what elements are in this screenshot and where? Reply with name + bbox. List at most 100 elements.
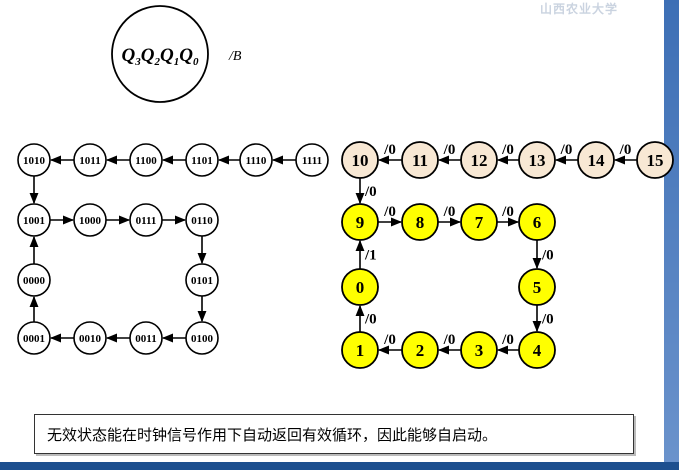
decimal-state-label-0: 0	[356, 278, 365, 297]
decimal-state-node-5	[518, 268, 556, 306]
decimal-state-label-7: 7	[475, 213, 484, 232]
decimal-state-label-8: 8	[416, 213, 425, 232]
binary-state-node-1100	[129, 143, 163, 177]
decimal-state-node-0	[341, 268, 379, 306]
decimal-state-label-4: 4	[533, 341, 542, 360]
decimal-state-node-9	[341, 203, 379, 241]
legend-output-label: /B	[228, 49, 242, 64]
edge-label-0-to-9: /1	[364, 248, 377, 264]
q0-sub: 0	[193, 56, 199, 68]
binary-state-node-1001	[17, 203, 51, 237]
edge-label-14-to-13: /0	[560, 142, 573, 158]
right-edge-strip	[664, 0, 679, 470]
edge-label-8-to-7: /0	[443, 204, 456, 220]
binary-state-label-1001: 1001	[23, 215, 45, 227]
binary-state-node-0010	[73, 321, 107, 355]
binary-state-label-0010: 0010	[79, 333, 102, 345]
binary-state-node-0100	[185, 321, 219, 355]
edge-label-10-to-9: /0	[364, 184, 377, 200]
edges-layer	[29, 155, 637, 355]
decimal-state-label-2: 2	[416, 341, 425, 360]
decimal-state-node-2	[401, 331, 439, 369]
binary-state-node-1010	[17, 143, 51, 177]
edge-label-9-to-8: /0	[383, 204, 396, 220]
edge-label-1-to-0: /0	[364, 312, 377, 328]
edge-labels-layer: /0/0/0/0/0/0/0/0/0/0/0/0/0/0/0/1	[364, 142, 631, 348]
binary-state-node-1000	[73, 203, 107, 237]
binary-state-node-0001	[17, 321, 51, 355]
edge-label-7-to-6: /0	[501, 204, 514, 220]
binary-state-node-0110	[185, 203, 219, 237]
edge-label-13-to-12: /0	[501, 142, 514, 158]
edge-label-5-to-4: /0	[541, 312, 554, 328]
decimal-state-label-12: 12	[471, 151, 488, 170]
decimal-state-label-15: 15	[647, 151, 664, 170]
binary-state-label-0101: 0101	[191, 275, 213, 287]
q0-letter: Q	[179, 45, 193, 66]
q2-sub: 2	[154, 56, 161, 68]
decimal-state-label-11: 11	[412, 151, 428, 170]
decimal-state-node-13	[518, 141, 556, 179]
watermark-text: 山西农业大学	[540, 2, 619, 16]
decimal-state-node-7	[460, 203, 498, 241]
binary-state-node-1011	[73, 143, 107, 177]
decimal-state-node-1	[341, 331, 379, 369]
decimal-state-label-14: 14	[588, 151, 606, 170]
decimal-state-node-10	[341, 141, 379, 179]
decimal-state-label-9: 9	[356, 213, 365, 232]
binary-state-node-0101	[185, 263, 219, 297]
decimal-state-label-3: 3	[475, 341, 484, 360]
binary-state-label-1011: 1011	[79, 155, 100, 167]
binary-state-node-0011	[129, 321, 163, 355]
edge-label-2-to-1: /0	[383, 332, 396, 348]
decimal-state-label-10: 10	[352, 151, 369, 170]
q3-letter: Q	[122, 45, 136, 66]
binary-state-node-1111	[295, 143, 329, 177]
edge-label-15-to-14: /0	[619, 142, 632, 158]
legend-state-label: Q3Q2Q1Q0	[122, 45, 199, 68]
binary-state-label-0100: 0100	[191, 333, 214, 345]
binary-state-node-0111	[129, 203, 163, 237]
binary-state-label-1101: 1101	[191, 155, 212, 167]
legend-circle	[111, 5, 209, 103]
binary-state-label-1010: 1010	[23, 155, 46, 167]
q1-letter: Q	[160, 45, 174, 66]
binary-state-label-0001: 0001	[23, 333, 45, 345]
binary-state-node-0000	[17, 263, 51, 297]
q2-letter: Q	[141, 45, 155, 66]
decimal-state-node-15	[636, 141, 674, 179]
caption-text: 无效状态能在时钟信号作用下自动返回有效循环，因此能够自启动。	[47, 425, 498, 444]
edge-label-4-to-3: /0	[501, 332, 514, 348]
q3-sub: 3	[134, 56, 141, 68]
decimal-state-node-8	[401, 203, 439, 241]
decimal-state-node-4	[518, 331, 556, 369]
decimal-state-label-1: 1	[356, 341, 365, 360]
edge-label-6-to-5: /0	[541, 248, 554, 264]
binary-state-label-0011: 0011	[135, 333, 156, 345]
decimal-state-node-12	[460, 141, 498, 179]
q1-sub: 1	[174, 56, 180, 68]
legend: Q3Q2Q1Q0 /B	[111, 5, 242, 103]
binary-state-label-1000: 1000	[79, 215, 102, 227]
decimal-state-node-3	[460, 331, 498, 369]
binary-state-node-1110	[239, 143, 273, 177]
binary-state-label-0110: 0110	[191, 215, 213, 227]
binary-state-label-1100: 1100	[135, 155, 157, 167]
decimal-state-label-6: 6	[533, 213, 542, 232]
decimal-state-node-14	[577, 141, 615, 179]
edge-label-3-to-2: /0	[443, 332, 456, 348]
decimal-state-label-13: 13	[529, 151, 546, 170]
binary-state-label-0111: 0111	[136, 215, 157, 227]
edge-label-11-to-10: /0	[383, 142, 396, 158]
decimal-state-label-5: 5	[533, 278, 542, 297]
binary-state-label-1110: 1110	[246, 155, 267, 167]
binary-state-node-1101	[185, 143, 219, 177]
decimal-state-node-11	[401, 141, 439, 179]
binary-state-label-1111: 1111	[302, 155, 322, 167]
edge-label-12-to-11: /0	[443, 142, 456, 158]
caption-box: 无效状态能在时钟信号作用下自动返回有效循环，因此能够自启动。	[34, 414, 634, 454]
binary-state-label-0000: 0000	[23, 275, 46, 287]
bottom-bar	[0, 462, 679, 470]
